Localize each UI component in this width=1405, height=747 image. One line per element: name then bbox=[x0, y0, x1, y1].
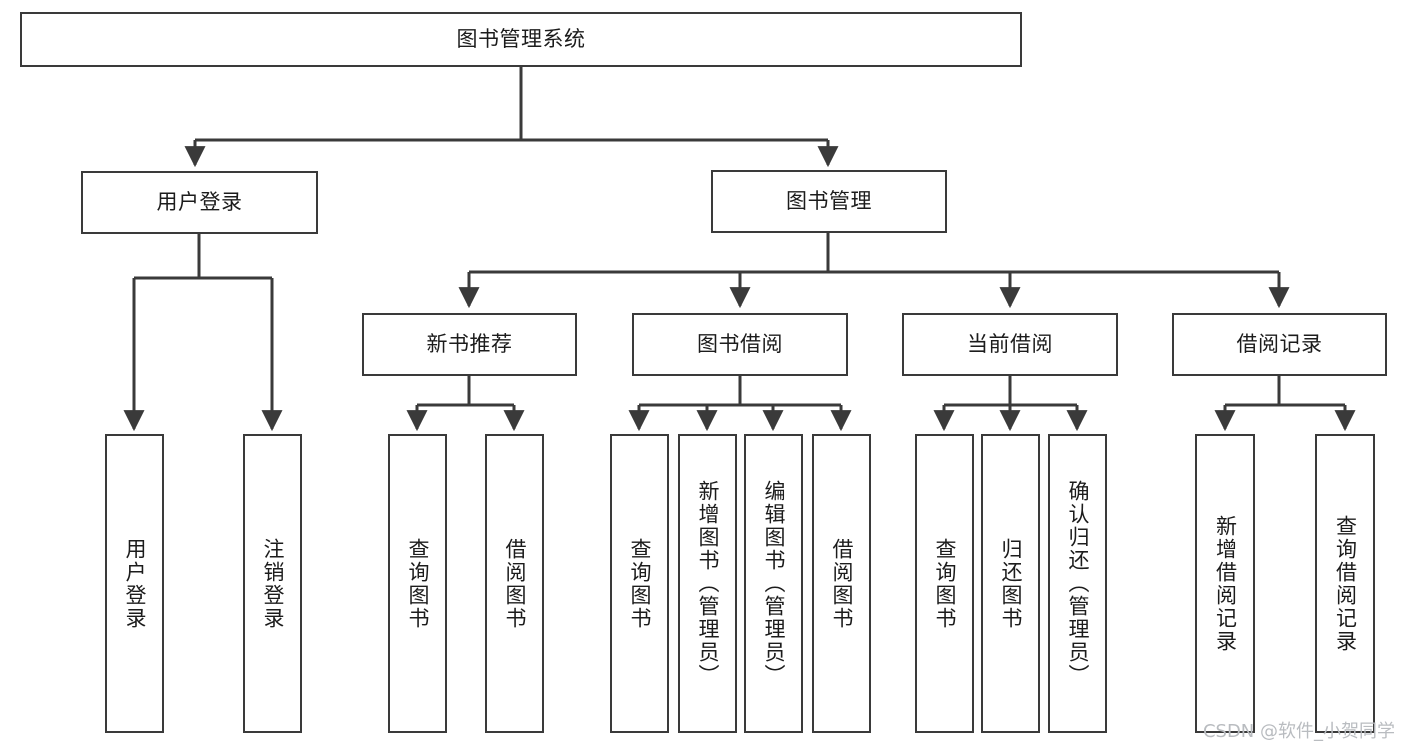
node-label: 当前借阅 bbox=[967, 332, 1053, 357]
node-leaf-borrow-book-1[interactable]: 借阅图书 bbox=[485, 434, 544, 733]
node-label: 查询图书 bbox=[406, 537, 431, 630]
node-label: 借阅图书 bbox=[503, 537, 528, 630]
node-leaf-return-book[interactable]: 归还图书 bbox=[981, 434, 1040, 733]
node-leaf-query-book-3[interactable]: 查询图书 bbox=[915, 434, 974, 733]
node-label: 查询借阅记录 bbox=[1333, 514, 1358, 653]
node-label: 确认归还（管理员） bbox=[1066, 480, 1091, 687]
node-label: 编辑图书（管理员） bbox=[762, 480, 787, 687]
node-label: 图书管理 bbox=[786, 189, 872, 214]
node-label: 借阅记录 bbox=[1236, 332, 1323, 357]
node-leaf-borrow-book-2[interactable]: 借阅图书 bbox=[812, 434, 871, 733]
node-leaf-add-borrow-record[interactable]: 新增借阅记录 bbox=[1195, 434, 1255, 733]
node-label: 新书推荐 bbox=[426, 332, 513, 357]
node-label: 新增图书（管理员） bbox=[696, 480, 721, 687]
node-label: 用户登录 bbox=[156, 190, 243, 215]
node-leaf-user-login[interactable]: 用户登录 bbox=[105, 434, 164, 733]
node-leaf-logout-login[interactable]: 注销登录 bbox=[243, 434, 302, 733]
node-new-book-recommend[interactable]: 新书推荐 bbox=[362, 313, 577, 376]
node-label: 查询图书 bbox=[933, 537, 958, 630]
node-label: 新增借阅记录 bbox=[1213, 514, 1238, 653]
node-label: 查询图书 bbox=[628, 537, 653, 630]
node-borrow-record[interactable]: 借阅记录 bbox=[1172, 313, 1387, 376]
node-leaf-query-book-2[interactable]: 查询图书 bbox=[610, 434, 669, 733]
node-leaf-query-book-1[interactable]: 查询图书 bbox=[388, 434, 447, 733]
node-leaf-confirm-return[interactable]: 确认归还（管理员） bbox=[1048, 434, 1107, 733]
node-book-borrow[interactable]: 图书借阅 bbox=[632, 313, 848, 376]
node-book-management-system[interactable]: 图书管理系统 bbox=[20, 12, 1022, 67]
node-label: 归还图书 bbox=[999, 537, 1024, 630]
node-current-borrow[interactable]: 当前借阅 bbox=[902, 313, 1118, 376]
node-label: 借阅图书 bbox=[830, 537, 855, 630]
node-label: 图书借阅 bbox=[697, 332, 783, 357]
node-label: 注销登录 bbox=[261, 537, 286, 630]
node-leaf-query-borrow-record[interactable]: 查询借阅记录 bbox=[1315, 434, 1375, 733]
node-book-management[interactable]: 图书管理 bbox=[711, 170, 947, 233]
node-user-login[interactable]: 用户登录 bbox=[81, 171, 318, 234]
node-label: 用户登录 bbox=[123, 537, 148, 630]
node-leaf-edit-book[interactable]: 编辑图书（管理员） bbox=[744, 434, 803, 733]
node-label: 图书管理系统 bbox=[456, 27, 586, 52]
node-leaf-add-book[interactable]: 新增图书（管理员） bbox=[678, 434, 737, 733]
